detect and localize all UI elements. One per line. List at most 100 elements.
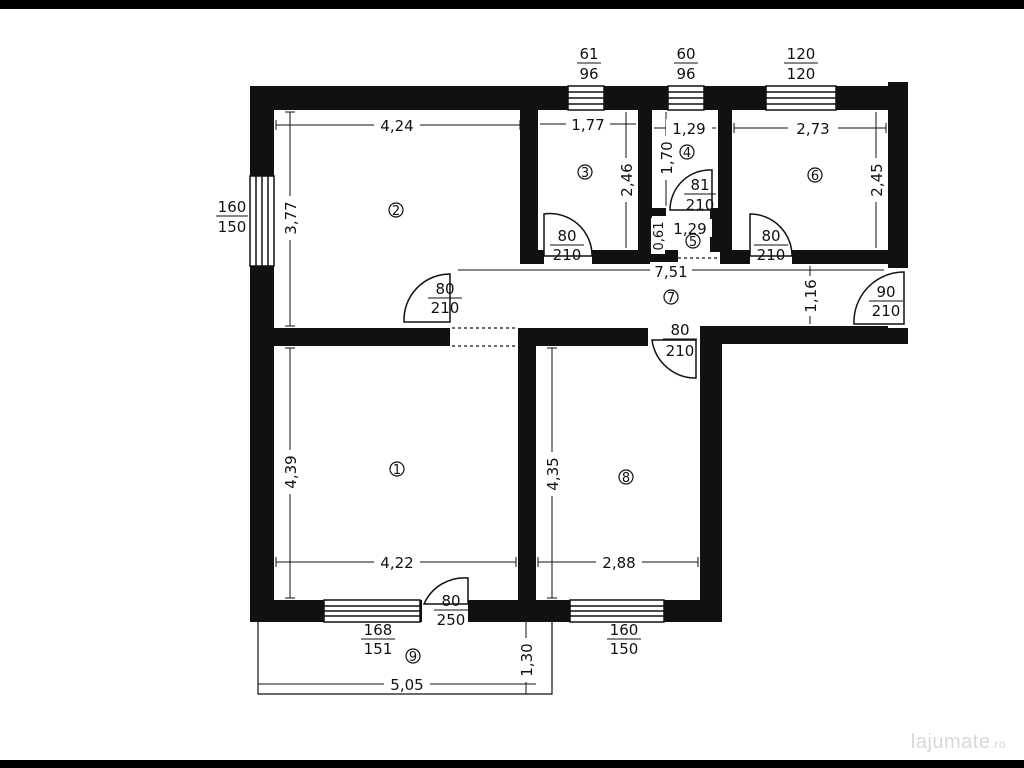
door-room4-swing [669,169,713,211]
svg-text:6: 6 [811,169,819,184]
dim-room1-width: 4,22 [380,554,413,572]
wall-room4-room5 [652,208,666,216]
wall-right-upper [888,82,908,268]
door-entry-swing [853,268,908,328]
opening-labels: 61 96 60 96 120 120 160 150 80 210 81 21… [216,45,903,658]
wall-room1-room8 [518,328,536,622]
windows [249,85,837,623]
wall-hall-top-right [720,250,750,264]
svg-text:120: 120 [787,45,816,63]
svg-text:8: 8 [622,471,630,486]
svg-text:3: 3 [581,166,589,181]
dim-room3-height: 2,46 [618,163,636,196]
wall-right-lower [700,326,722,622]
interiors [274,110,888,600]
top-black-bar [0,0,1024,9]
dim-room2-width: 4,24 [380,117,413,135]
svg-text:96: 96 [579,65,598,83]
room-marker-2: 2 [388,202,404,219]
label-win-room2-left: 160 150 [216,198,248,236]
walls [250,82,908,622]
label-door-entry: 90 210 [869,283,903,320]
room-marker-3: 3 [577,164,593,181]
wall-hall-top-mid [592,250,678,264]
dim-room4-height: 1,70 [658,141,676,174]
label-door-balcony: 80 250 [434,592,468,629]
wall-left [250,86,274,622]
svg-text:61: 61 [579,45,598,63]
room-marker-9: 9 [405,648,421,665]
window-room3 [567,85,605,111]
svg-text:210: 210 [872,302,901,320]
dim-balcony-width: 5,05 [390,676,423,694]
svg-text:150: 150 [610,640,639,658]
label-door-room8: 80 210 [663,321,697,360]
label-win-room8-bottom: 160 150 [607,621,641,658]
door-balcony-swing [422,577,469,622]
bottom-black-bar [0,760,1024,768]
dim-room3-width: 1,77 [571,116,604,134]
window-room1-bottom [323,599,421,623]
room-marker-5: 5 [685,233,701,250]
door-room2-swing [403,273,451,323]
dim-room5-width: 1,29 [673,220,706,238]
window-room8-bottom [569,599,665,623]
svg-text:210: 210 [553,246,582,264]
watermark-tld: .ro [990,737,1006,751]
room-marker-4: 4 [679,144,695,161]
label-win-room6: 120 120 [784,45,818,83]
svg-text:5: 5 [689,235,697,250]
svg-text:2: 2 [392,204,400,219]
svg-text:150: 150 [218,218,247,236]
label-win-room4: 60 96 [674,45,698,83]
room-marker-8: 8 [618,469,634,486]
dim-room6-width: 2,73 [796,120,829,138]
window-room6 [765,85,837,111]
room-markers: 2 3 4 5 6 7 1 8 [388,144,823,665]
dashed-openings [452,257,718,347]
dim-room2-height: 3,77 [282,201,300,234]
label-win-room1-bottom: 168 151 [361,621,395,658]
wall-room2-room1 [250,328,450,346]
svg-text:210: 210 [757,246,786,264]
label-door-room3: 80 210 [550,227,584,264]
svg-text:96: 96 [676,65,695,83]
room-marker-7: 7 [663,289,679,306]
dim-room8-height: 4,35 [544,457,562,490]
svg-text:80: 80 [435,280,454,298]
dim-room1-height: 4,39 [282,455,300,488]
svg-text:168: 168 [364,621,393,639]
svg-text:60: 60 [676,45,695,63]
svg-text:210: 210 [431,299,460,317]
svg-text:151: 151 [364,640,393,658]
wall-hall-top-end [792,250,902,264]
svg-text:4: 4 [683,146,691,161]
svg-text:80: 80 [761,227,780,245]
svg-text:90: 90 [876,283,895,301]
svg-text:7: 7 [667,291,675,306]
wall-room5-right [710,208,720,252]
svg-text:81: 81 [690,176,709,194]
window-room4 [667,85,705,111]
wall-room3-room4 [638,100,652,252]
dim-room5-height: 0,61 [652,222,667,251]
svg-text:160: 160 [610,621,639,639]
dim-room8-width: 2,88 [602,554,635,572]
window-room2-left [249,175,275,267]
room-marker-6: 6 [807,167,823,184]
watermark: lajumate.ro [911,731,1006,754]
dim-hall-width: 1,16 [802,279,820,312]
room-marker-1: 1 [389,461,405,478]
dim-room4-width: 1,29 [672,120,705,138]
wall-room4-room6 [718,100,732,252]
wall-hall-bottom-right [700,326,908,344]
svg-text:120: 120 [787,65,816,83]
svg-text:250: 250 [437,611,466,629]
wall-room2-right [520,100,538,252]
watermark-text: lajumate [910,731,991,753]
svg-text:80: 80 [441,592,460,610]
svg-text:210: 210 [666,342,695,360]
svg-text:9: 9 [409,650,417,665]
dim-balcony-depth: 1,30 [518,643,536,676]
